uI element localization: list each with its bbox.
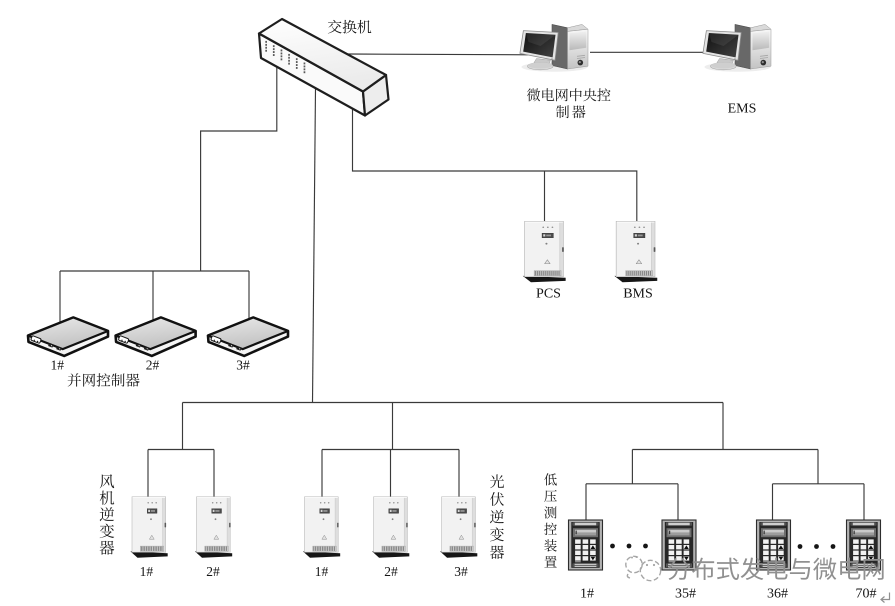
svg-text:36#: 36# bbox=[767, 587, 788, 602]
svg-text:3#: 3# bbox=[454, 564, 468, 579]
svg-text:1#: 1# bbox=[580, 587, 594, 602]
svg-text:1#: 1# bbox=[140, 564, 154, 579]
svg-text:1#: 1# bbox=[315, 564, 329, 579]
svg-text:35#: 35# bbox=[675, 587, 696, 602]
svg-text:70#: 70# bbox=[856, 587, 877, 602]
svg-text:1#: 1# bbox=[50, 358, 64, 373]
svg-text:2#: 2# bbox=[146, 358, 160, 373]
svg-text:BMS: BMS bbox=[623, 287, 653, 302]
svg-text:3#: 3# bbox=[236, 358, 250, 373]
svg-text:EMS: EMS bbox=[728, 102, 757, 117]
svg-text:2#: 2# bbox=[206, 564, 220, 579]
svg-text:PCS: PCS bbox=[536, 287, 561, 302]
svg-text:2#: 2# bbox=[384, 564, 398, 579]
